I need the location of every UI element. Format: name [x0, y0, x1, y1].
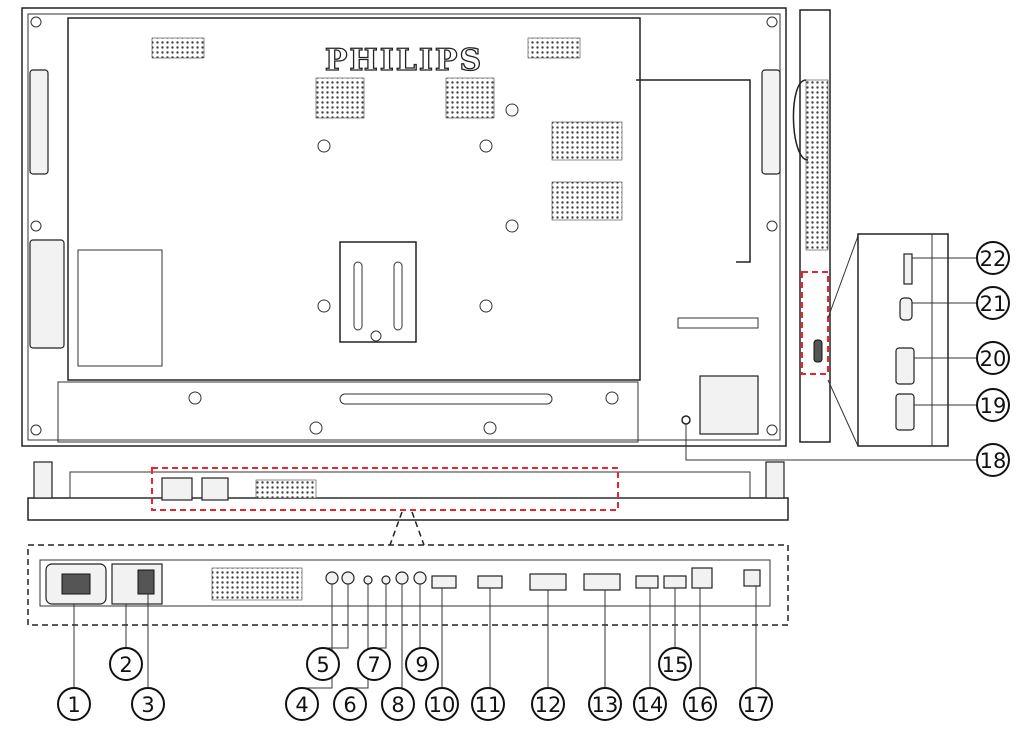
audio-in-jack	[395, 571, 409, 585]
callout-number: 19	[980, 394, 1007, 418]
monitor-rear-view: PHILIPS	[21, 7, 787, 447]
connector-strip-enlarged	[27, 544, 789, 626]
callout-17: 17	[739, 687, 773, 721]
callout-number: 7	[367, 653, 380, 677]
kensington-lock-icon	[681, 415, 691, 425]
callout-number: 14	[637, 693, 664, 717]
callout-circle	[405, 647, 439, 681]
callout-number: 21	[980, 292, 1007, 316]
leader-lines	[73, 257, 977, 689]
micro-usb-port	[899, 297, 913, 321]
monitor-side-view	[792, 9, 859, 447]
dvi-in-port	[529, 573, 567, 591]
callout-circle	[306, 647, 340, 681]
callout-circle	[425, 687, 459, 721]
usb-port-b	[895, 393, 915, 431]
callout-circle	[633, 687, 667, 721]
callout-circle	[976, 341, 1010, 375]
brand-logo: PHILIPS	[324, 42, 483, 78]
callout-18: 18	[976, 443, 1010, 477]
dvi-out-port	[583, 573, 621, 591]
callout-number: 1	[67, 693, 80, 717]
callout-number: 8	[391, 693, 404, 717]
callout-circle	[658, 647, 692, 681]
callout-1: 1	[57, 687, 91, 721]
callout-circle	[976, 443, 1010, 477]
ir-out-jack	[341, 571, 355, 585]
callout-22: 22	[976, 241, 1010, 275]
callout-number: 2	[119, 653, 132, 677]
usb-port-a	[895, 347, 915, 385]
callout-number: 9	[415, 653, 428, 677]
callout-number: 3	[141, 693, 154, 717]
callout-20: 20	[976, 341, 1010, 375]
callout-6: 6	[333, 687, 367, 721]
rj45-port	[691, 567, 713, 589]
callout-16: 16	[683, 687, 717, 721]
ir-in-jack	[325, 571, 339, 585]
callout-circle	[588, 687, 622, 721]
displayport-in	[635, 575, 659, 589]
audio-out-jack	[413, 571, 427, 585]
callout-14: 14	[633, 687, 667, 721]
callout-4: 4	[285, 687, 319, 721]
svg-text:PHILIPS: PHILIPS	[325, 43, 483, 78]
rs232-in-jack	[363, 575, 373, 585]
callout-number: 5	[316, 653, 329, 677]
callout-10: 10	[425, 687, 459, 721]
callout-number: 20	[980, 347, 1007, 371]
callout-15: 15	[658, 647, 692, 681]
monitor-bottom-view	[27, 461, 789, 546]
usb-b-port	[743, 569, 761, 587]
callout-number: 17	[743, 693, 770, 717]
callout-7: 7	[357, 647, 391, 681]
callout-circle	[131, 687, 165, 721]
rs232-out-jack	[381, 575, 391, 585]
callout-number: 18	[980, 449, 1007, 473]
callout-circle	[531, 687, 565, 721]
callout-number: 12	[535, 693, 562, 717]
callout-19: 19	[976, 388, 1010, 422]
hdmi-1-port	[431, 575, 457, 589]
side-ports-enlarged	[857, 233, 949, 447]
displayport-out	[663, 575, 687, 589]
callout-2: 2	[109, 647, 143, 681]
callout-circle	[381, 687, 415, 721]
callout-number: 16	[687, 693, 714, 717]
callout-circle	[109, 647, 143, 681]
callout-number: 13	[592, 693, 619, 717]
callout-9: 9	[405, 647, 439, 681]
callout-circle	[285, 687, 319, 721]
callout-12: 12	[531, 687, 565, 721]
callout-circle	[976, 388, 1010, 422]
sd-card-slot	[903, 253, 913, 285]
callout-circle	[739, 687, 773, 721]
callout-21: 21	[976, 286, 1010, 320]
callout-3: 3	[131, 687, 165, 721]
callout-circle	[333, 687, 367, 721]
callout-circle	[976, 241, 1010, 275]
callout-number: 11	[475, 693, 502, 717]
callout-circle	[683, 687, 717, 721]
callout-number: 6	[343, 693, 356, 717]
hdmi-2-port	[477, 575, 503, 589]
main-power-switch	[137, 569, 155, 595]
callout-8: 8	[381, 687, 415, 721]
callout-circle	[57, 687, 91, 721]
callout-circle	[357, 647, 391, 681]
callout-circle	[976, 286, 1010, 320]
callout-11: 11	[471, 687, 505, 721]
callout-5: 5	[306, 647, 340, 681]
callout-number: 15	[662, 653, 689, 677]
callout-number: 22	[980, 247, 1007, 271]
bottom-ports-highlight	[151, 467, 619, 511]
side-ports-highlight	[801, 271, 829, 375]
callout-13: 13	[588, 687, 622, 721]
callout-number: 4	[295, 693, 308, 717]
callout-circle	[471, 687, 505, 721]
callout-number: 10	[429, 693, 456, 717]
